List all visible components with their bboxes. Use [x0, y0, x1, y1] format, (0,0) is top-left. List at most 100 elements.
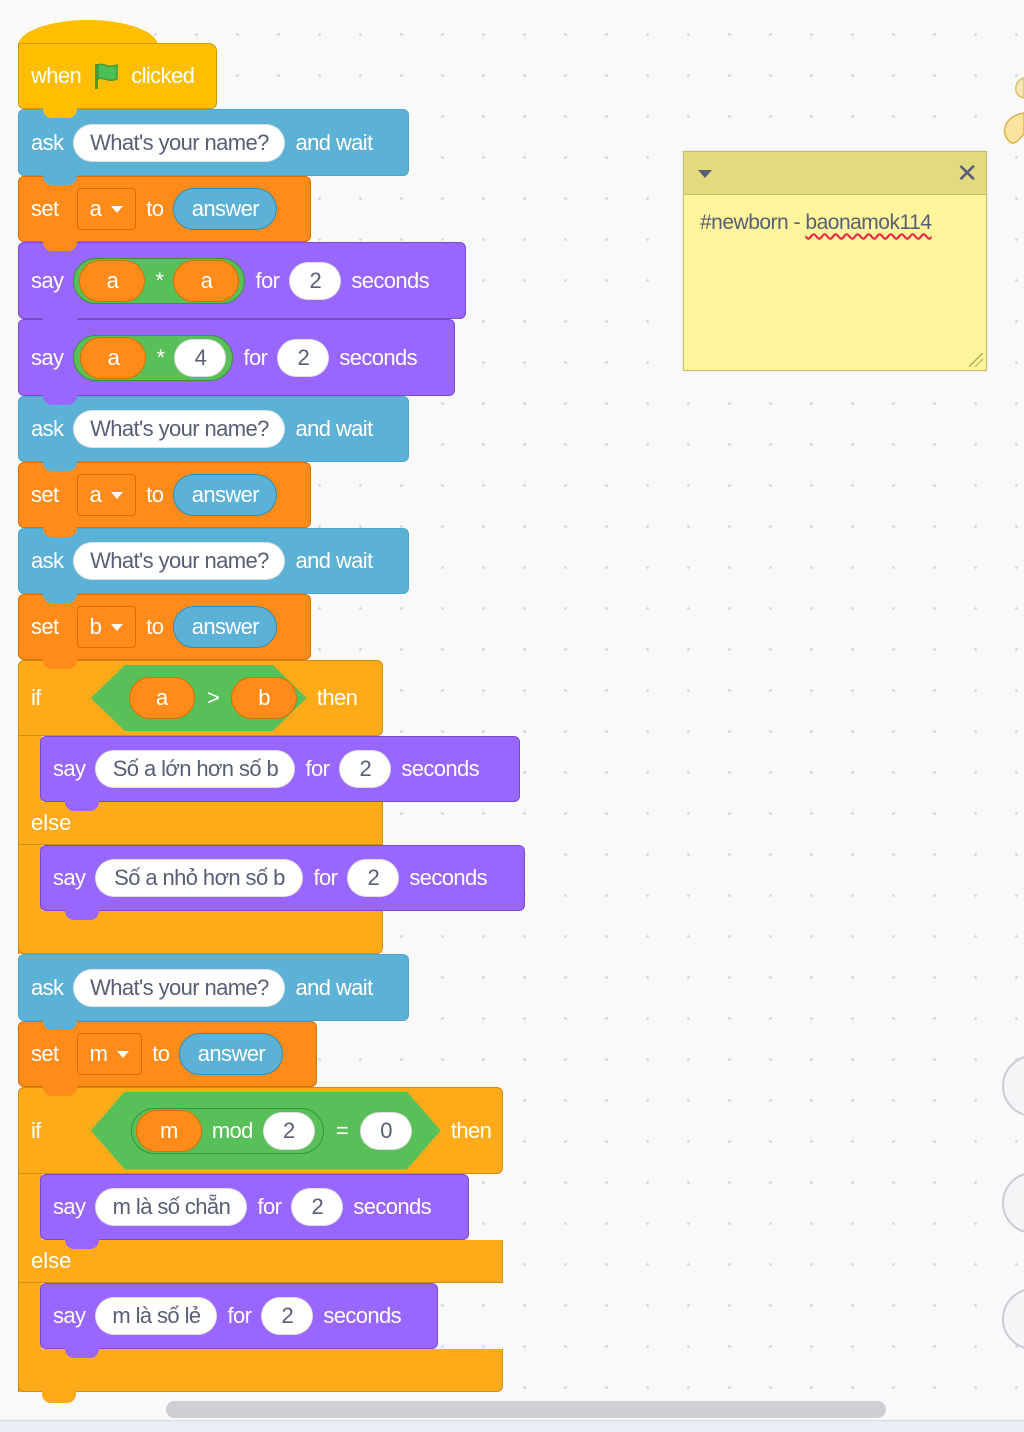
say-for-seconds-block[interactable]: say a * 4 for 2 seconds	[18, 319, 455, 405]
stack-bottom-notch	[42, 1391, 76, 1403]
say-for-seconds-block[interactable]: say a * a for 2 seconds	[18, 242, 466, 328]
ask-and-wait-block[interactable]: ask What's your name? and wait	[18, 396, 409, 471]
variable-reporter-a[interactable]: a	[80, 336, 147, 379]
mod-operator[interactable]: m mod 2	[131, 1108, 324, 1154]
say-label: say	[31, 344, 64, 370]
answer-reporter[interactable]: answer	[173, 606, 278, 648]
variable-reporter-a[interactable]: a	[79, 259, 146, 302]
clicked-label: clicked	[131, 63, 195, 88]
variable-name: a	[89, 482, 102, 507]
variable-reporter-a[interactable]: a	[173, 259, 240, 302]
mod-label: mod	[211, 1117, 253, 1143]
multiply-operator[interactable]: a * a	[73, 257, 246, 304]
else-section: else	[18, 1240, 503, 1283]
zoom-in-button[interactable]	[1002, 1055, 1024, 1117]
set-label: set	[31, 482, 59, 507]
say-label: say	[53, 756, 86, 781]
ask-prompt-input[interactable]: What's your name?	[73, 968, 286, 1007]
variable-reporter-b[interactable]: b	[231, 677, 297, 719]
seconds-input[interactable]: 2	[277, 338, 330, 377]
message-input[interactable]: Số a lớn hơn số b	[95, 750, 296, 788]
say-for-seconds-block[interactable]: say m là số chẵn for 2 seconds	[40, 1174, 469, 1249]
variable-name: m	[89, 1041, 108, 1066]
if-label: if	[31, 1117, 41, 1143]
seconds-label: seconds	[351, 267, 430, 293]
ask-prompt-input[interactable]: What's your name?	[73, 542, 286, 580]
dropdown-caret-icon	[111, 491, 124, 499]
seconds-input[interactable]: 2	[289, 261, 342, 300]
compare-value-input[interactable]: 0	[360, 1112, 412, 1150]
resize-handle-icon[interactable]	[969, 353, 983, 367]
zoom-out-button[interactable]	[1002, 1172, 1024, 1234]
comment-header[interactable]: ✕	[684, 152, 986, 195]
answer-reporter[interactable]: answer	[173, 474, 278, 516]
seconds-input[interactable]: 2	[291, 1188, 344, 1226]
seconds-label: seconds	[323, 1303, 402, 1328]
set-variable-block[interactable]: set b to answer	[18, 594, 311, 669]
seconds-input[interactable]: 2	[339, 750, 392, 788]
ask-and-wait-block[interactable]: ask What's your name? and wait	[18, 954, 409, 1030]
say-for-seconds-block[interactable]: say Số a nhỏ hơn số b for 2 seconds	[40, 845, 525, 920]
close-icon[interactable]: ✕	[956, 158, 978, 188]
set-variable-block[interactable]: set a to answer	[18, 462, 311, 537]
variable-name: b	[89, 614, 102, 639]
multiply-sign: *	[156, 344, 165, 370]
say-label: say	[53, 1194, 86, 1219]
comment-text-part: #newborn -	[700, 211, 806, 234]
say-label: say	[53, 1303, 86, 1328]
greater-than-sign: >	[206, 685, 220, 710]
set-variable-block[interactable]: set a to answer	[18, 176, 311, 251]
equals-operator[interactable]: m mod 2 = 0	[91, 1092, 441, 1170]
if-then-else-block[interactable]: if a > b then	[18, 660, 383, 736]
message-input[interactable]: m là số chẵn	[95, 1188, 248, 1226]
and-wait-label: and wait	[295, 974, 373, 1000]
answer-reporter[interactable]: answer	[179, 1033, 284, 1075]
greater-than-operator[interactable]: a > b	[91, 665, 307, 731]
ask-prompt-input[interactable]: What's your name?	[73, 410, 286, 448]
else-label: else	[31, 1248, 72, 1273]
set-variable-block[interactable]: set m to answer	[18, 1021, 317, 1096]
variable-name: a	[89, 196, 102, 221]
variable-reporter-m[interactable]: m	[136, 1110, 202, 1152]
seconds-input[interactable]: 2	[347, 859, 400, 897]
when-flag-clicked-block[interactable]: when clicked	[18, 43, 217, 118]
number-input[interactable]: 4	[174, 338, 227, 377]
message-input[interactable]: Số a nhỏ hơn số b	[95, 859, 304, 897]
seconds-label: seconds	[401, 756, 480, 781]
message-input[interactable]: m là số lẻ	[95, 1297, 218, 1335]
ask-and-wait-block[interactable]: ask What's your name? and wait	[18, 109, 409, 185]
workspace-comment[interactable]: ✕ #newborn - baonamok114	[683, 151, 987, 371]
green-flag-icon	[95, 63, 118, 89]
variable-dropdown[interactable]: m	[76, 1033, 143, 1075]
sprite-peek-icon	[1003, 77, 1024, 144]
seconds-label: seconds	[353, 1194, 432, 1219]
zoom-reset-button[interactable]	[1002, 1288, 1024, 1350]
variable-dropdown[interactable]: b	[76, 606, 137, 648]
if-then-else-block[interactable]: if m mod 2 = 0 then	[18, 1087, 503, 1174]
divisor-input[interactable]: 2	[263, 1112, 315, 1150]
and-wait-label: and wait	[295, 129, 373, 155]
if-else-footer	[18, 1349, 503, 1392]
ask-and-wait-block[interactable]: ask What's your name? and wait	[18, 528, 409, 603]
multiply-sign: *	[155, 267, 164, 293]
variable-dropdown[interactable]: a	[76, 188, 137, 230]
collapse-caret-icon[interactable]	[698, 170, 712, 178]
equals-sign: =	[335, 1117, 349, 1143]
ask-prompt-input[interactable]: What's your name?	[73, 123, 286, 162]
variable-dropdown[interactable]: a	[76, 474, 137, 516]
set-label: set	[31, 1041, 59, 1066]
horizontal-scrollbar[interactable]	[166, 1401, 886, 1418]
dropdown-caret-icon	[111, 205, 124, 213]
say-for-seconds-block[interactable]: say m là số lẻ for 2 seconds	[40, 1283, 438, 1358]
answer-reporter[interactable]: answer	[173, 188, 278, 230]
seconds-input[interactable]: 2	[261, 1297, 314, 1335]
to-label: to	[146, 482, 164, 507]
for-label: for	[313, 865, 338, 890]
variable-reporter-a[interactable]: a	[129, 677, 195, 719]
multiply-operator[interactable]: a * 4	[73, 334, 234, 381]
comment-text[interactable]: #newborn - baonamok114	[684, 195, 986, 251]
ask-label: ask	[31, 416, 64, 441]
dropdown-caret-icon	[117, 1050, 130, 1058]
say-for-seconds-block[interactable]: say Số a lớn hơn số b for 2 seconds	[40, 736, 520, 811]
then-label: then	[316, 685, 358, 710]
